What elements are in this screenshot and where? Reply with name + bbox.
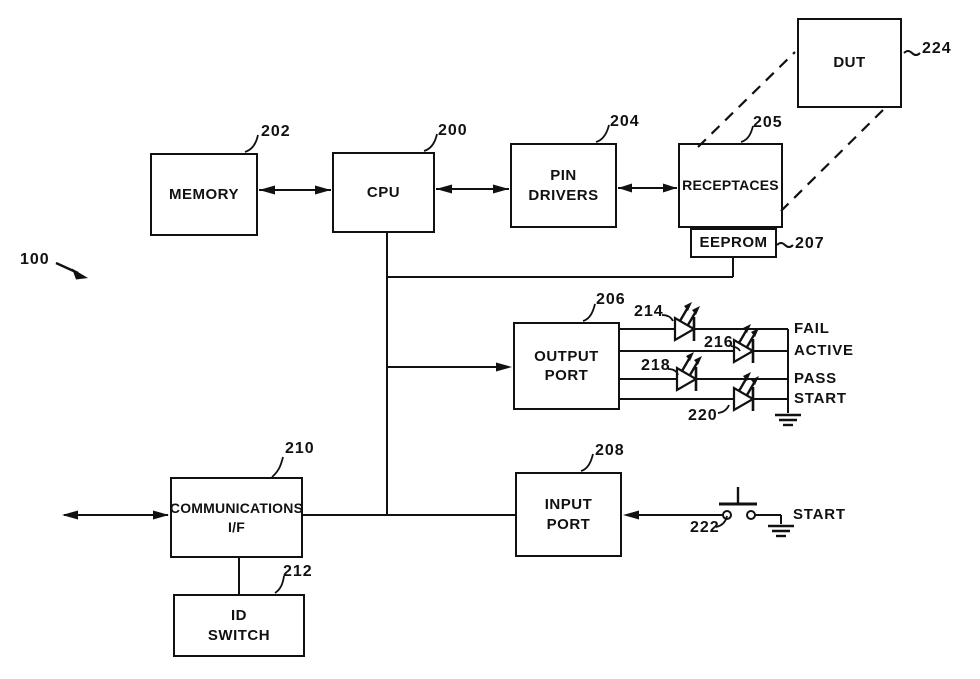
dut-label: DUT	[833, 54, 866, 72]
pin-drivers-box: PIN DRIVERS	[510, 143, 617, 228]
input-port-box: INPUT PORT	[515, 472, 622, 557]
communications-if-box: COMMUNICATIONS I/F	[170, 477, 303, 558]
dut-box: DUT	[797, 18, 902, 108]
ref-label-224: 224	[922, 40, 952, 57]
input-port-label-line1: INPUT	[544, 496, 593, 513]
signal-label-pass: PASS	[794, 370, 837, 387]
ground-icon	[768, 524, 794, 538]
ref-label-207: 207	[795, 235, 825, 252]
ref-label-100: 100	[20, 251, 50, 268]
communications-if-label-line1: COMMUNICATIONS	[169, 500, 304, 517]
memory-cpu-arrow	[259, 185, 331, 195]
switch-ground-wire	[755, 514, 782, 524]
ref-label-204: 204	[610, 113, 640, 130]
input-port-label-line2: PORT	[546, 515, 591, 533]
leader-210	[271, 456, 284, 478]
eeprom-branch-line	[387, 257, 734, 278]
output-port-arrow	[387, 362, 512, 372]
cpu-box: CPU	[332, 152, 435, 233]
ref-label-218: 218	[641, 357, 671, 374]
ref-label-210: 210	[285, 440, 315, 457]
ref-label-202: 202	[261, 123, 291, 140]
cpu-pindrivers-arrow	[436, 184, 509, 194]
leader-205	[740, 125, 754, 143]
eeprom-label: EEPROM	[699, 234, 768, 252]
led-icon	[673, 302, 700, 342]
signal-label-switch-start: START	[793, 506, 846, 523]
receptaces-box: RECEPTACES	[678, 143, 783, 228]
leader-204	[595, 124, 610, 143]
ref-label-212: 212	[283, 563, 313, 580]
tilde-207	[776, 242, 794, 248]
comm-external-arrow	[62, 510, 169, 520]
leader-200	[423, 133, 438, 152]
ref-label-222: 222	[690, 519, 720, 536]
memory-box: MEMORY	[150, 153, 258, 236]
pin-drivers-label-line2: DRIVERS	[528, 186, 599, 204]
eeprom-box: EEPROM	[690, 228, 777, 258]
leader-220	[717, 404, 730, 414]
output-port-label-line1: OUTPUT	[534, 347, 599, 365]
signal-label-start: START	[794, 390, 847, 407]
leader-206	[582, 303, 596, 322]
memory-label: MEMORY	[169, 185, 239, 203]
id-switch-label-line2: SWITCH	[207, 626, 271, 644]
tilde-224	[903, 50, 921, 56]
id-switch-box: ID SWITCH	[173, 594, 305, 657]
output-port-label-line2: PORT	[544, 367, 589, 384]
leader-208	[580, 453, 594, 472]
leader-202	[244, 134, 259, 153]
communications-if-label-line2: I/F	[228, 518, 245, 535]
led-icon	[675, 352, 702, 392]
led-icon	[732, 324, 759, 364]
ground-icon	[775, 413, 801, 427]
ref-label-216: 216	[704, 334, 734, 351]
pin-drivers-label-line1: PIN	[550, 167, 577, 184]
ref-label-205: 205	[753, 114, 783, 131]
pindrivers-receptaces-arrow	[618, 183, 677, 193]
cpu-label: CPU	[366, 183, 401, 201]
id-switch-label-line1: ID	[231, 607, 247, 624]
ref-label-206: 206	[596, 291, 626, 308]
ref-label-200: 200	[438, 122, 468, 139]
signal-label-fail: FAIL	[794, 320, 830, 337]
ref-label-208: 208	[595, 442, 625, 459]
output-port-box: OUTPUT PORT	[513, 322, 620, 410]
pushbutton-switch-icon	[719, 487, 757, 520]
led-icon	[732, 372, 759, 412]
system-ref-arrow	[55, 261, 88, 280]
ref-label-214: 214	[634, 303, 664, 320]
signal-label-active: ACTIVE	[794, 342, 854, 359]
ref-label-220: 220	[688, 407, 718, 424]
receptaces-label: RECEPTACES	[682, 177, 779, 194]
